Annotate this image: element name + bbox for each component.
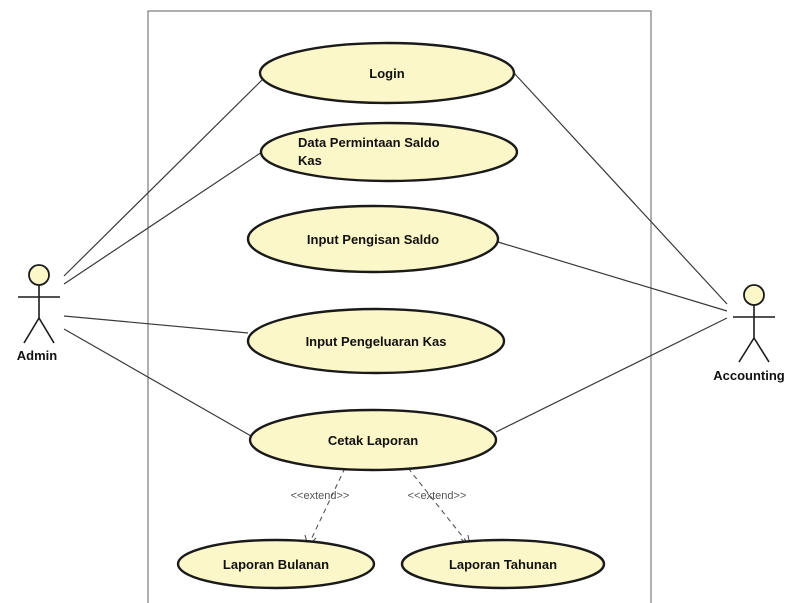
- extend-line-bulanan: [307, 467, 346, 547]
- use-case-input-pengeluaran-kas[interactable]: Input Pengeluaran Kas: [246, 307, 506, 375]
- use-case-laporan-tahunan-label: Laporan Tahunan: [449, 557, 557, 572]
- use-case-login[interactable]: Login: [258, 41, 516, 105]
- assoc-admin-cetak-laporan: [63, 328, 252, 437]
- actor-admin-left-leg: [23, 317, 40, 344]
- actor-admin[interactable]: Admin: [17, 264, 60, 363]
- extend-label-tahunan: <<extend>>: [408, 490, 467, 502]
- use-case-laporan-tahunan[interactable]: Laporan Tahunan: [400, 538, 606, 590]
- assoc-accounting-cetak-laporan: [495, 317, 728, 433]
- use-case-input-pengeluaran-label: Input Pengeluaran Kas: [306, 334, 447, 349]
- use-case-input-pengeluaran-shape: [246, 307, 506, 375]
- use-case-login-label: Login: [369, 66, 404, 81]
- accounting-associations: [495, 72, 728, 433]
- use-case-input-pengisan-shape: [246, 204, 500, 274]
- admin-associations: [63, 78, 264, 437]
- assoc-accounting-login: [513, 72, 728, 305]
- use-case-laporan-bulanan[interactable]: Laporan Bulanan: [176, 538, 376, 590]
- use-case-data-permintaan-label-line1: Data Permintaan Saldo: [298, 135, 440, 150]
- use-case-laporan-bulanan-label: Laporan Bulanan: [223, 557, 329, 572]
- system-boundary: [147, 10, 652, 603]
- use-case-data-permintaan-saldo-kas[interactable]: Data Permintaan Saldo Kas: [259, 121, 519, 183]
- extend-relations: <<extend>> <<extend>>: [291, 467, 471, 548]
- use-case-cetak-laporan[interactable]: Cetak Laporan: [248, 408, 498, 472]
- use-case-data-permintaan-label-line2: Kas: [298, 153, 322, 168]
- use-case-login-shape: [258, 41, 516, 105]
- extend-label-bulanan: <<extend>>: [291, 490, 350, 502]
- actor-admin-right-leg: [38, 317, 55, 344]
- use-case-laporan-tahunan-shape: [400, 538, 606, 590]
- assoc-admin-data-permintaan: [63, 151, 263, 285]
- use-case-data-permintaan-shape: [259, 121, 519, 183]
- use-case-laporan-bulanan-shape: [176, 538, 376, 590]
- actor-admin-label: Admin: [17, 348, 58, 363]
- use-case-input-pengisan-saldo[interactable]: Input Pengisan Saldo: [246, 204, 500, 274]
- actor-accounting-head: [743, 284, 765, 306]
- assoc-admin-login: [63, 78, 264, 277]
- use-case-cetak-laporan-shape: [248, 408, 498, 472]
- actor-accounting-right-leg: [753, 337, 770, 363]
- use-case-input-pengisan-label: Input Pengisan Saldo: [307, 232, 439, 247]
- actor-admin-head: [28, 264, 50, 286]
- actor-accounting[interactable]: Accounting: [713, 284, 785, 383]
- assoc-admin-input-pengeluaran: [63, 315, 249, 334]
- actor-accounting-label: Accounting: [713, 368, 785, 383]
- extend-line-tahunan: [407, 467, 471, 547]
- assoc-accounting-input-pengisan: [497, 241, 728, 312]
- actor-accounting-left-leg: [738, 337, 755, 363]
- use-case-cetak-laporan-label: Cetak Laporan: [328, 433, 418, 448]
